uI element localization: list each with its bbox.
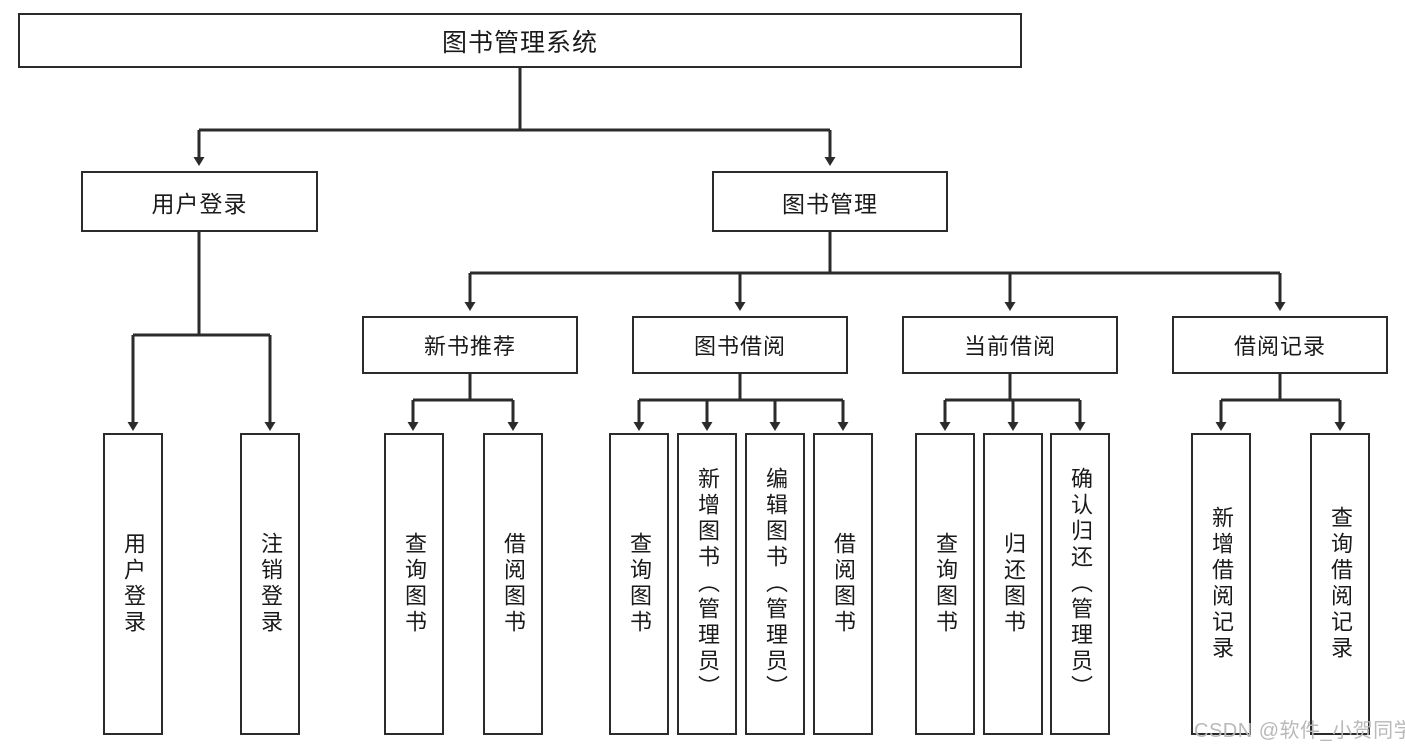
csdn-watermark: CSDN @软件_小贺同学 bbox=[1194, 720, 1405, 742]
leaf-add-borrow-record[interactable]: 新增借阅记录 bbox=[1191, 433, 1251, 735]
node-current-borrow[interactable]: 当前借阅 bbox=[902, 316, 1118, 374]
node-borrow-record-label: 借阅记录 bbox=[1233, 334, 1326, 359]
node-new-book-recommend-label: 新书推荐 bbox=[423, 334, 516, 359]
leaf-borrow-book-label: 借阅图书 bbox=[831, 532, 856, 636]
leaf-add-book-admin-label: 新增图书（管理员） bbox=[695, 467, 720, 701]
leaf-logout[interactable]: 注销登录 bbox=[240, 433, 300, 735]
leaf-query-borrow-record-label: 查询借阅记录 bbox=[1328, 506, 1353, 662]
leaf-return-book-label: 归还图书 bbox=[1001, 532, 1026, 636]
leaf-borrow-book-recommend[interactable]: 借阅图书 bbox=[483, 433, 543, 735]
leaf-add-borrow-record-label: 新增借阅记录 bbox=[1209, 506, 1234, 662]
node-book-borrow[interactable]: 图书借阅 bbox=[632, 316, 848, 374]
node-book-management[interactable]: 图书管理 bbox=[712, 171, 948, 232]
leaf-confirm-return-admin-label: 确认归还（管理员） bbox=[1068, 467, 1093, 701]
node-book-management-label: 图书管理 bbox=[782, 190, 878, 217]
node-root[interactable]: 图书管理系统 bbox=[18, 13, 1022, 68]
leaf-query-book-current-label: 查询图书 bbox=[933, 532, 958, 636]
leaf-user-login-label: 用户登录 bbox=[121, 532, 146, 636]
leaf-logout-label: 注销登录 bbox=[258, 532, 283, 636]
leaf-borrow-book-recommend-label: 借阅图书 bbox=[501, 532, 526, 636]
node-borrow-record[interactable]: 借阅记录 bbox=[1172, 316, 1388, 374]
leaf-add-book-admin[interactable]: 新增图书（管理员） bbox=[677, 433, 737, 735]
node-user-login[interactable]: 用户登录 bbox=[81, 171, 318, 232]
node-current-borrow-label: 当前借阅 bbox=[963, 334, 1056, 359]
leaf-query-book-borrow[interactable]: 查询图书 bbox=[609, 433, 669, 735]
node-new-book-recommend[interactable]: 新书推荐 bbox=[362, 316, 578, 374]
leaf-query-borrow-record[interactable]: 查询借阅记录 bbox=[1310, 433, 1370, 735]
leaf-user-login[interactable]: 用户登录 bbox=[103, 433, 163, 735]
leaf-confirm-return-admin[interactable]: 确认归还（管理员） bbox=[1050, 433, 1110, 735]
node-root-label: 图书管理系统 bbox=[441, 28, 598, 57]
node-book-borrow-label: 图书借阅 bbox=[693, 334, 786, 359]
node-user-login-label: 用户登录 bbox=[151, 190, 248, 217]
leaf-edit-book-admin[interactable]: 编辑图书（管理员） bbox=[745, 433, 805, 735]
leaf-edit-book-admin-label: 编辑图书（管理员） bbox=[763, 467, 788, 701]
leaf-return-book[interactable]: 归还图书 bbox=[983, 433, 1043, 735]
leaf-query-book-current[interactable]: 查询图书 bbox=[915, 433, 975, 735]
leaf-query-book-recommend[interactable]: 查询图书 bbox=[384, 433, 444, 735]
leaf-query-book-borrow-label: 查询图书 bbox=[627, 532, 652, 636]
leaf-borrow-book[interactable]: 借阅图书 bbox=[813, 433, 873, 735]
leaf-query-book-recommend-label: 查询图书 bbox=[402, 532, 427, 636]
